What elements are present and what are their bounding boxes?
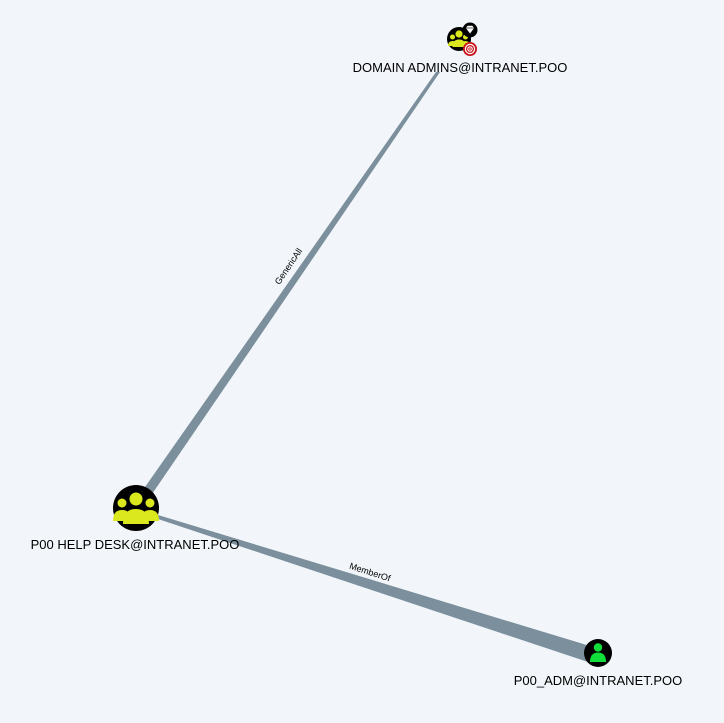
node-adm-user[interactable]: P00_ADM@INTRANET.POO [514,639,683,688]
user-icon [590,643,606,662]
node-domain-admins-label: DOMAIN ADMINS@INTRANET.POO [353,60,568,75]
edge-generic-all-label: GenericAll [273,246,305,286]
group-icon [448,30,470,47]
target-icon [463,42,477,56]
node-help-desk-label: P00 HELP DESK@INTRANET.POO [31,537,240,552]
crown-icon [462,22,478,38]
node-adm-user-label: P00_ADM@INTRANET.POO [514,673,683,688]
edge-member-of-line[interactable] [158,515,590,662]
group-icon [113,492,159,524]
edge-generic-all-line[interactable] [138,72,440,497]
node-help-desk[interactable]: P00 HELP DESK@INTRANET.POO [31,485,240,552]
edge-generic-all[interactable]: GenericAll [138,72,440,497]
node-domain-admins[interactable]: DOMAIN ADMINS@INTRANET.POO [353,22,568,76]
